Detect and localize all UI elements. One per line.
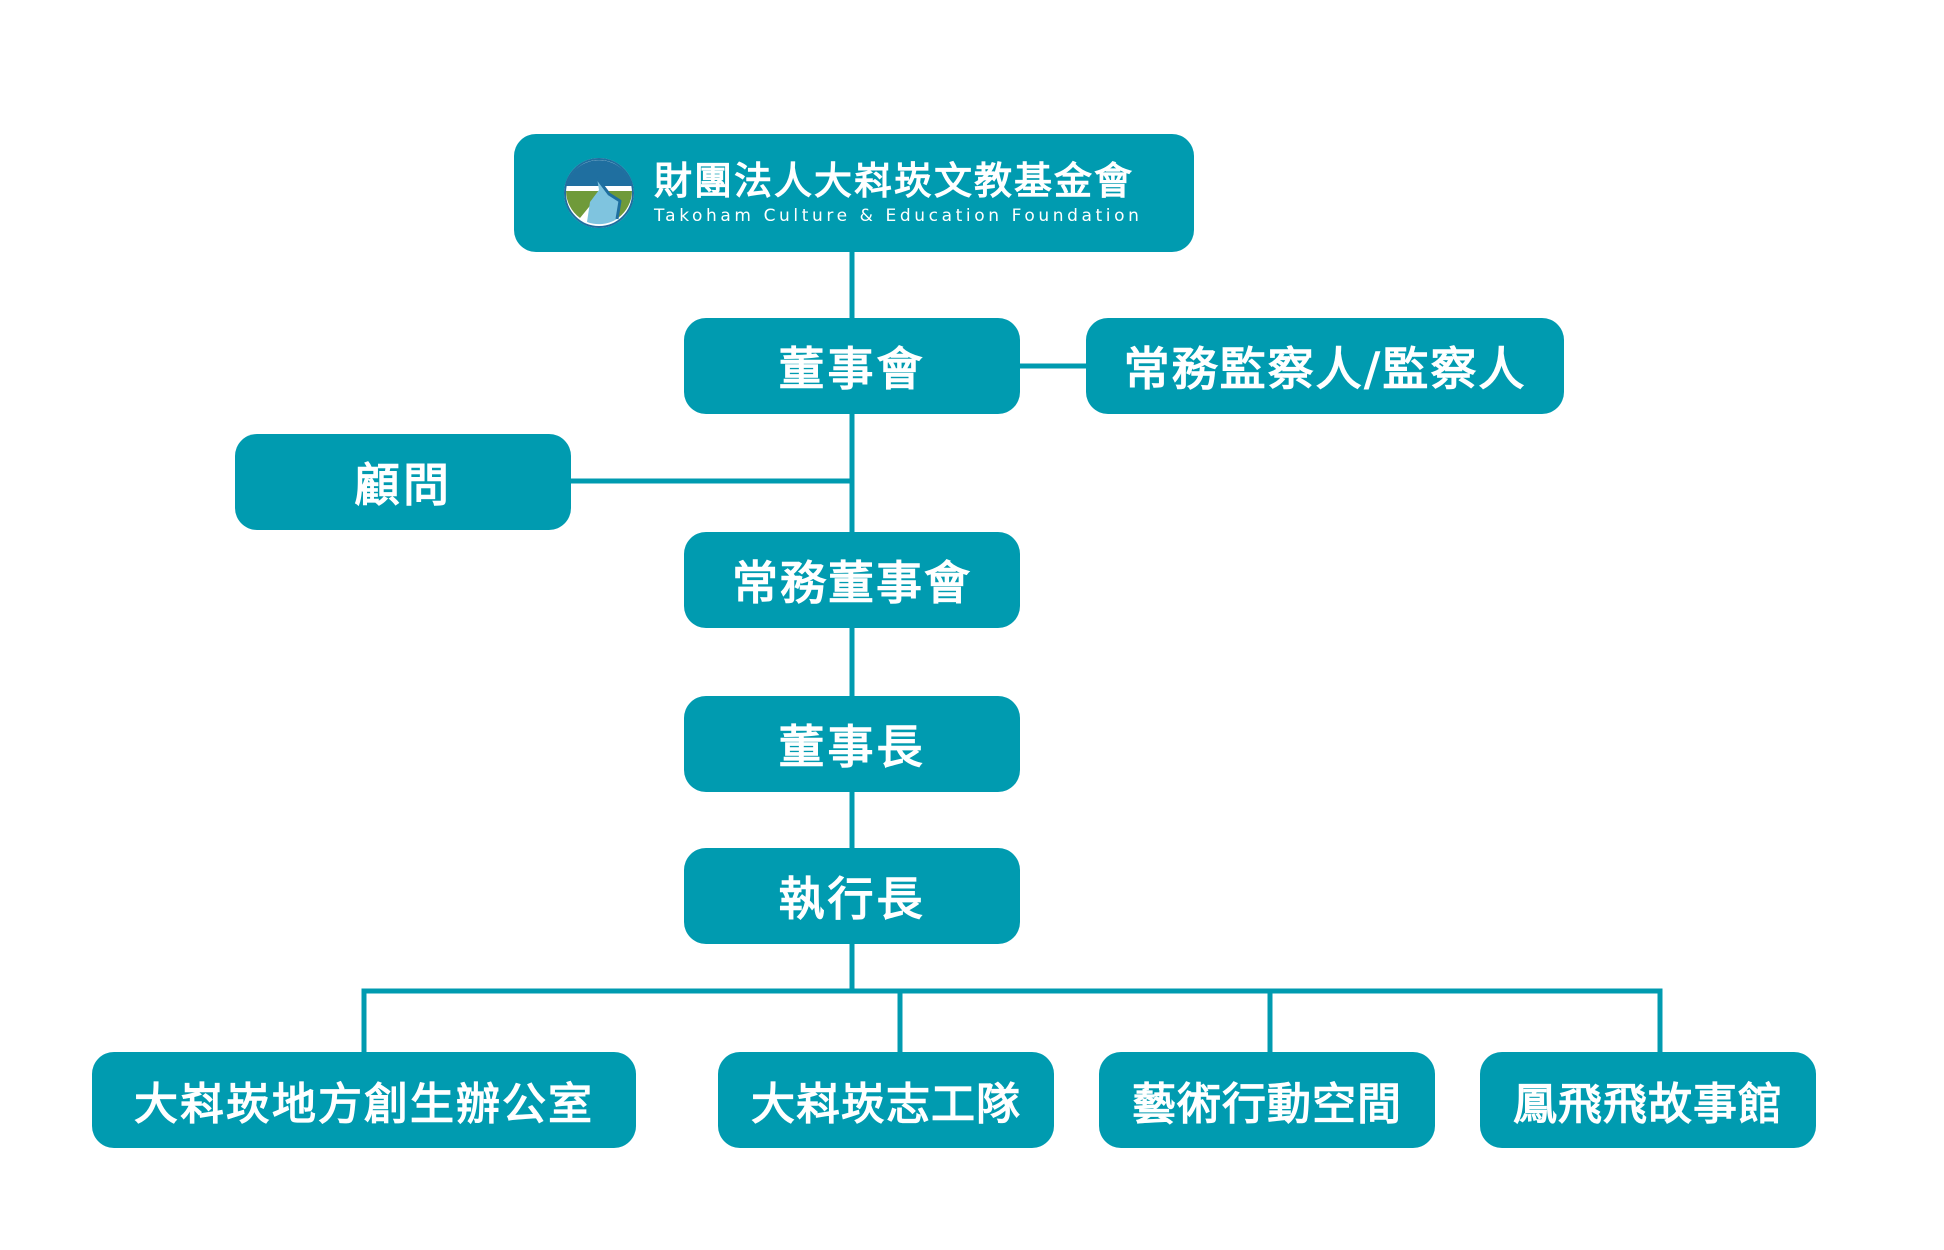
supervisor-node: 常務監察人/監察人 — [1086, 318, 1564, 414]
standing-board-label: 常務董事會 — [732, 556, 972, 610]
supervisor-label: 常務監察人/監察人 — [1123, 342, 1527, 396]
department-node-volunteer: 大嵙崁志工隊 — [718, 1052, 1054, 1148]
board-label: 董事會 — [778, 342, 926, 396]
foundation-text: 財團法人大嵙崁文教基金會 Takoham Culture & Education… — [654, 159, 1142, 227]
chairman-node: 董事長 — [684, 696, 1020, 792]
department-label-volunteer: 大嵙崁志工隊 — [751, 1079, 1021, 1130]
foundation-title: 財團法人大嵙崁文教基金會 — [654, 159, 1135, 203]
department-label-museum: 鳳飛飛故事館 — [1513, 1079, 1783, 1130]
standing-board-node: 常務董事會 — [684, 532, 1020, 628]
ceo-label: 執行長 — [778, 872, 926, 926]
advisor-node: 顧問 — [235, 434, 571, 530]
foundation-subtitle: Takoham Culture & Education Foundation — [654, 206, 1143, 226]
department-label-art-space: 藝術行動空間 — [1132, 1079, 1402, 1130]
ceo-node: 執行長 — [684, 848, 1020, 944]
foundation-node: 財團法人大嵙崁文教基金會 Takoham Culture & Education… — [514, 134, 1194, 252]
department-label-office: 大嵙崁地方創生辦公室 — [134, 1079, 594, 1130]
department-node-art-space: 藝術行動空間 — [1099, 1052, 1435, 1148]
chairman-label: 董事長 — [778, 720, 926, 774]
foundation-logo-icon — [564, 158, 634, 228]
department-node-office: 大嵙崁地方創生辦公室 — [92, 1052, 636, 1148]
board-node: 董事會 — [684, 318, 1020, 414]
advisor-label: 顧問 — [354, 458, 452, 512]
department-node-museum: 鳳飛飛故事館 — [1480, 1052, 1816, 1148]
